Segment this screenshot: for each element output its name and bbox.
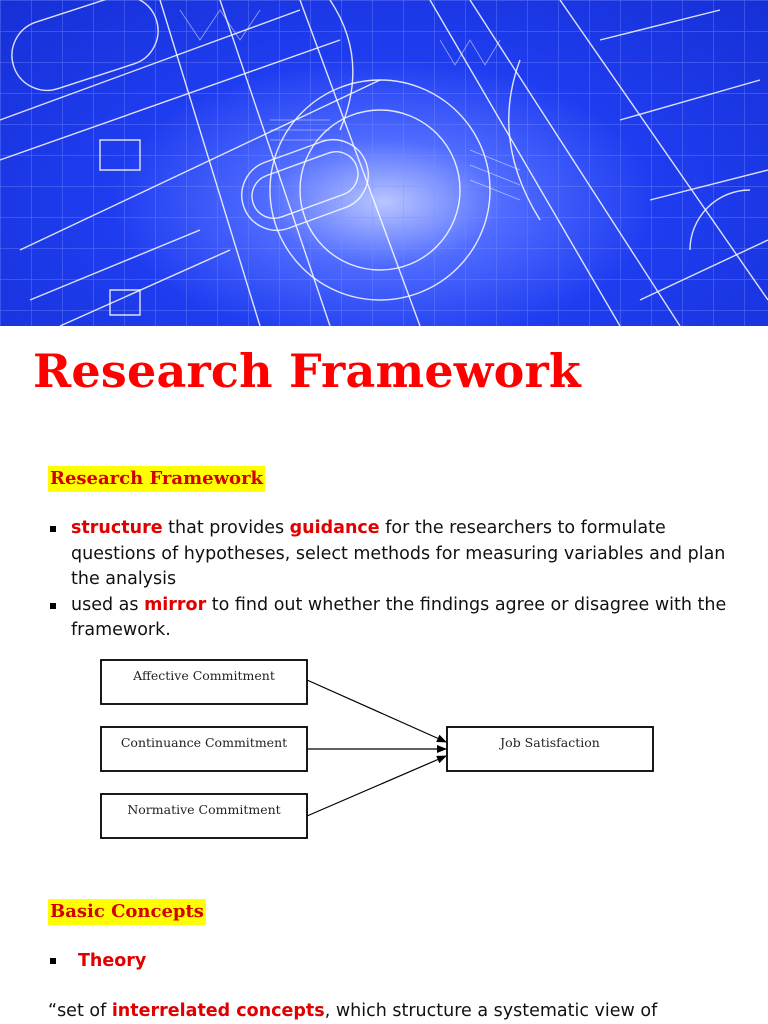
section-heading-basic-concepts: Basic Concepts <box>48 899 206 925</box>
quote-text: , which structure a systematic view of <box>324 1001 658 1021</box>
bullet-structure: structure that provides guidance for the… <box>48 516 748 593</box>
arrow-affective-to-job <box>306 679 447 743</box>
theory-definition: “set of interrelated concepts, which str… <box>48 999 657 1024</box>
arrow-normative-to-job <box>306 755 447 817</box>
blueprint-drawing <box>0 0 768 326</box>
bullet-text: to find out whether the findings agree o… <box>71 594 727 641</box>
continuance-commitment-label: Continuance Commitment <box>121 735 287 750</box>
bullet-text: used as <box>71 594 145 615</box>
bullet-mirror: used as mirror to find out whether the f… <box>48 593 748 644</box>
keyword-mirror: mirror <box>144 594 207 615</box>
definition-bullet-list: structure that provides guidance for the… <box>48 516 748 644</box>
section-heading-research-framework: Research Framework <box>48 466 266 492</box>
bullet-square-icon <box>50 958 56 964</box>
blueprint-banner-image <box>0 0 768 326</box>
normative-commitment-label: Normative Commitment <box>127 802 280 817</box>
job-satisfaction-label: Job Satisfaction <box>498 735 600 750</box>
job-satisfaction-box <box>446 726 654 772</box>
quote-text: “set of <box>48 1001 112 1021</box>
normative-commitment-box <box>100 793 308 839</box>
bullet-square-icon <box>50 602 56 609</box>
bullet-text: for the researchers to formulate questio… <box>71 518 726 589</box>
affective-commitment-box <box>100 659 308 705</box>
keyword-guidance: guidance <box>289 518 380 538</box>
keyword-structure: structure <box>71 518 163 538</box>
framework-diagram: Affective Commitment Continuance Commitm… <box>100 659 654 839</box>
slide-title: Research Framework <box>33 344 581 398</box>
affective-commitment-label: Affective Commitment <box>132 668 275 683</box>
bullet-text: that provides <box>162 518 290 538</box>
keyword-interrelated-concepts: interrelated concepts <box>111 1001 325 1021</box>
bullet-square-icon <box>50 526 56 532</box>
theory-label: Theory <box>78 951 147 971</box>
